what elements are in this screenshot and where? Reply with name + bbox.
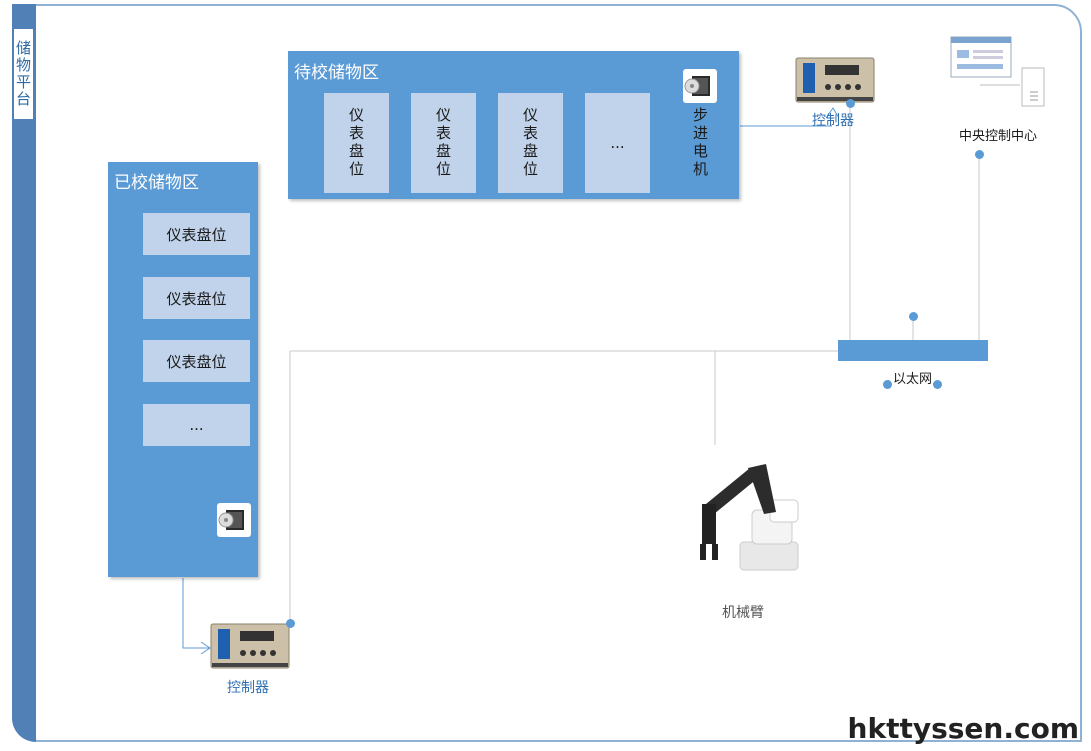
controller-top-dot: [846, 99, 855, 108]
pending-slot-1: 仪表盘位: [324, 93, 389, 193]
controller-bottom-label: 控制器: [227, 680, 269, 696]
motor-controller-arrow: [825, 107, 840, 119]
ethernet-top-dot: [909, 312, 918, 321]
robot-label: 机械臂: [722, 605, 764, 621]
controller-bottom-dot: [286, 619, 295, 628]
computer-icon: [950, 36, 1046, 114]
done-slot-more: ...: [143, 404, 250, 446]
done-slot-3: 仪表盘位: [143, 340, 250, 382]
watermark: hkttyssen.com: [847, 712, 1079, 745]
pending-slot-2: 仪表盘位: [411, 93, 476, 193]
platform-side-bar: [12, 4, 36, 742]
pending-zone-title: 待校储物区: [294, 63, 379, 83]
ethernet-right-dot: [933, 380, 942, 389]
controller-top-icon: [795, 57, 875, 103]
central-label: 中央控制中心: [959, 129, 1038, 144]
pending-slot-more: ...: [585, 93, 650, 193]
controller-top-label: 控制器: [812, 113, 854, 129]
done-slot-1: 仪表盘位: [143, 213, 250, 255]
central-dot: [975, 150, 984, 159]
done-slot-2: 仪表盘位: [143, 277, 250, 319]
robot-arm-icon: [692, 460, 810, 582]
stepper-motor-icon: [683, 69, 717, 103]
ethernet-left-dot: [883, 380, 892, 389]
ethernet-label: 以太网: [893, 372, 933, 387]
platform-label: 储物平台: [13, 28, 34, 120]
ethernet-bar: [838, 340, 988, 361]
done-zone-title: 已校储物区: [114, 173, 199, 193]
pending-slot-3: 仪表盘位: [498, 93, 563, 193]
zone-controller-line: [182, 578, 210, 649]
controller-bottom-icon: [210, 623, 290, 669]
stepper-motor-label: 步进电机: [691, 107, 709, 179]
zone-controller-arrow: [200, 641, 211, 655]
done-stepper-motor-icon: [217, 503, 251, 537]
